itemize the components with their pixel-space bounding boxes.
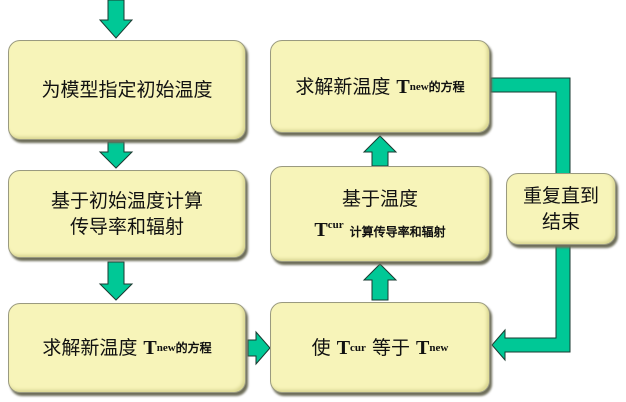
step-text: 等于 — [371, 336, 410, 359]
step-text: 基于温度 — [341, 187, 418, 210]
loop-arrow — [490, 77, 571, 362]
arrow-1-2 — [98, 141, 134, 169]
arrow-3-6 — [247, 330, 271, 366]
arrow-6-5 — [362, 263, 398, 301]
step-text: 重复直到 — [522, 185, 599, 207]
symbol-T: T — [416, 336, 430, 359]
superscript: new — [156, 342, 176, 354]
superscript: cur — [350, 341, 366, 354]
superscript: new — [409, 80, 429, 93]
step-text: 传导率和辐射 — [69, 216, 184, 238]
step-text: 求解新温度 — [295, 75, 391, 98]
arrow-start — [98, 0, 134, 39]
step-text: 求解新温度 — [42, 337, 138, 359]
symbol-T: T — [143, 337, 157, 359]
step-text: 使 — [311, 336, 331, 359]
superscript: new — [429, 341, 449, 354]
step-text: 结束 — [541, 211, 580, 233]
step-assign-initial-temperature: 为模型指定初始温度 — [8, 40, 246, 140]
repeat-until-end: 重复直到 结束 — [506, 173, 616, 245]
symbol-T: T — [314, 218, 328, 241]
step-text: 的方程 — [428, 79, 465, 94]
symbol-T: T — [396, 75, 410, 98]
arrow-5-4 — [362, 135, 398, 167]
step-compute-conductivity-current: 基于温度 Tcur 计算传导率和辐射 — [270, 166, 490, 262]
step-text: 为模型指定初始温度 — [41, 79, 213, 101]
step-compute-conductivity-initial: 基于初始温度计算 传导率和辐射 — [8, 170, 246, 258]
superscript: cur — [327, 218, 344, 231]
step-text: 的方程 — [175, 341, 212, 355]
step-text: 基于初始温度计算 — [50, 190, 203, 212]
step-text: 计算传导率和辐射 — [349, 224, 446, 239]
symbol-T: T — [336, 336, 351, 359]
arrow-2-3 — [98, 261, 134, 301]
